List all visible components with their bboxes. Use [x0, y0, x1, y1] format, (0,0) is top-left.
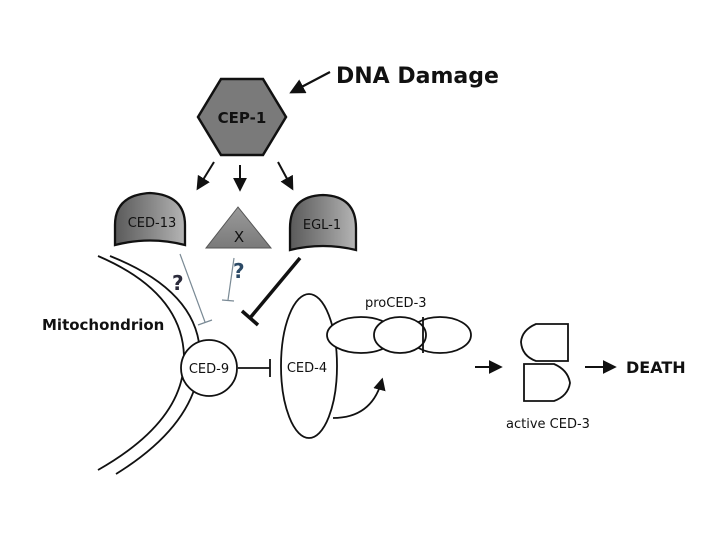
dna-damage-label: DNA Damage: [336, 64, 499, 89]
egl1-shape: [288, 193, 358, 252]
ced9-label: CED-9: [189, 362, 229, 377]
egl1-node: EGL-1: [288, 193, 358, 252]
ced4-node: CED-4: [280, 293, 338, 439]
cep1-hexagon: [196, 77, 288, 157]
active-ced3-top: [520, 323, 569, 362]
active-ced3-label: active CED-3: [506, 417, 590, 432]
proced3-node: proCED-3: [326, 296, 472, 354]
ced4-ellipse: [280, 293, 338, 439]
ced4-activates-proced3-arrow: [332, 377, 386, 419]
ced13-label: CED-13: [128, 216, 177, 231]
dna-damage-arrow: [289, 71, 331, 94]
ced9-inhibits-ced4: [238, 359, 271, 377]
cep1-to-egl1-arrow: [277, 161, 294, 191]
cep1-node: CEP-1: [196, 77, 288, 157]
question-mark-left: ?: [172, 271, 184, 295]
egl1-inhibition: [240, 256, 302, 327]
ced13-node: CED-13: [113, 191, 187, 247]
x-inhibits-ced9-uncertain: [221, 257, 235, 302]
x-label: X: [234, 228, 244, 246]
ced13-shape: [113, 191, 187, 247]
active-ced3-bottom: [523, 363, 571, 402]
active-ced3-node: active CED-3: [506, 323, 590, 432]
ced4-label: CED-4: [287, 361, 327, 376]
egl1-label: EGL-1: [303, 218, 341, 233]
death-label: DEATH: [626, 358, 686, 377]
ced9-circle: [180, 339, 238, 397]
cep1-label: CEP-1: [218, 109, 267, 127]
cep1-to-ced13-arrow: [196, 161, 215, 191]
x-node: X: [204, 206, 273, 249]
mitochondrion-label: Mitochondrion: [42, 316, 164, 334]
question-mark-right: ?: [233, 259, 245, 283]
x-triangle: [204, 206, 273, 249]
ced9-node: CED-9: [180, 339, 238, 397]
proced3-label: proCED-3: [365, 296, 427, 311]
ced13-inhibits-ced9-uncertain: [179, 253, 213, 326]
